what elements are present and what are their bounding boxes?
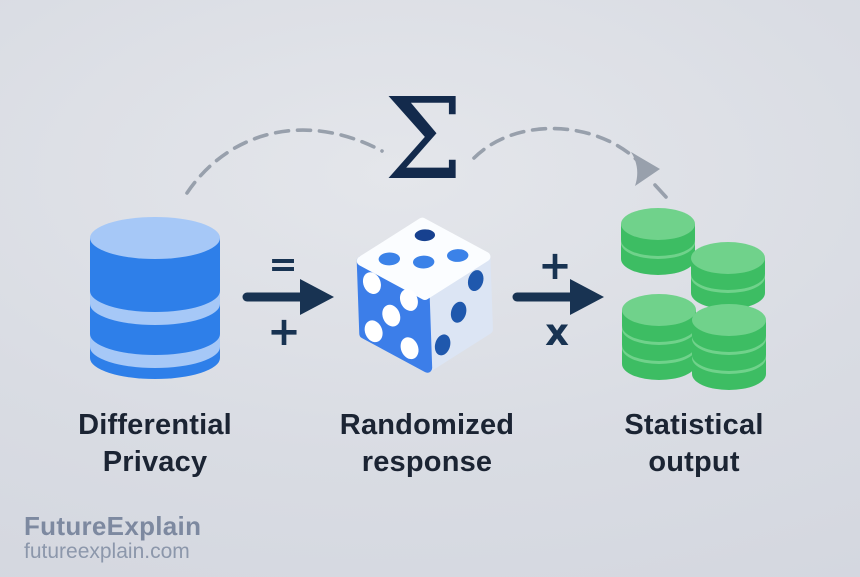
dashed-arc-right bbox=[472, 126, 642, 165]
step-label-differential-privacy: Differential Privacy bbox=[5, 407, 305, 481]
dice-pip bbox=[364, 320, 383, 343]
brand-domain: futureexplain.com bbox=[24, 540, 190, 564]
database-band-icon bbox=[90, 291, 220, 325]
step-label-line2: response bbox=[361, 446, 493, 478]
dice-pip bbox=[450, 301, 467, 323]
dice-pip bbox=[362, 272, 381, 295]
dice-pip bbox=[399, 289, 418, 311]
step-label-line1: Statistical bbox=[624, 409, 764, 441]
step-label-statistical-output: Statistical output bbox=[544, 407, 844, 481]
coin-stack bbox=[692, 304, 766, 390]
brand-name: FutureExplain bbox=[24, 511, 202, 541]
dice-pip bbox=[400, 337, 419, 360]
dice-icon bbox=[356, 217, 493, 373]
arrow-right-icon bbox=[512, 279, 604, 315]
arrow-right-icon bbox=[242, 279, 334, 315]
database-icon bbox=[90, 217, 220, 379]
database-band-icon bbox=[90, 334, 220, 368]
dashed-arc-left bbox=[185, 128, 384, 195]
dice-pip bbox=[447, 249, 469, 262]
plus-symbol: + bbox=[267, 309, 301, 355]
step-label-line2: Privacy bbox=[102, 446, 208, 478]
dice-pip bbox=[434, 334, 451, 356]
step-label-line1: Randomized bbox=[339, 409, 515, 441]
dice-pip bbox=[378, 252, 401, 266]
equals-symbol: = bbox=[268, 245, 298, 285]
coins-icon bbox=[621, 208, 766, 390]
brand-footer: FutureExplain futureexplain.com bbox=[24, 512, 201, 564]
arc-arrow-tail bbox=[653, 183, 668, 199]
dice-pip bbox=[414, 229, 436, 242]
plus-symbol: + bbox=[538, 243, 572, 289]
dice-pip bbox=[382, 304, 401, 327]
coin-stack bbox=[622, 294, 696, 380]
step-label-line1: Differential bbox=[78, 409, 232, 441]
step-label-randomized-response: Randomized response bbox=[277, 407, 577, 481]
step-label-line2: output bbox=[648, 446, 740, 478]
sigma-symbol: Σ bbox=[384, 75, 464, 205]
arc-arrowhead-icon bbox=[631, 152, 660, 186]
coin-stack bbox=[621, 208, 695, 275]
dice-pip bbox=[412, 255, 435, 269]
coin-stack bbox=[691, 242, 765, 309]
dice-pip bbox=[467, 270, 484, 292]
multiply-symbol: x bbox=[545, 311, 569, 354]
